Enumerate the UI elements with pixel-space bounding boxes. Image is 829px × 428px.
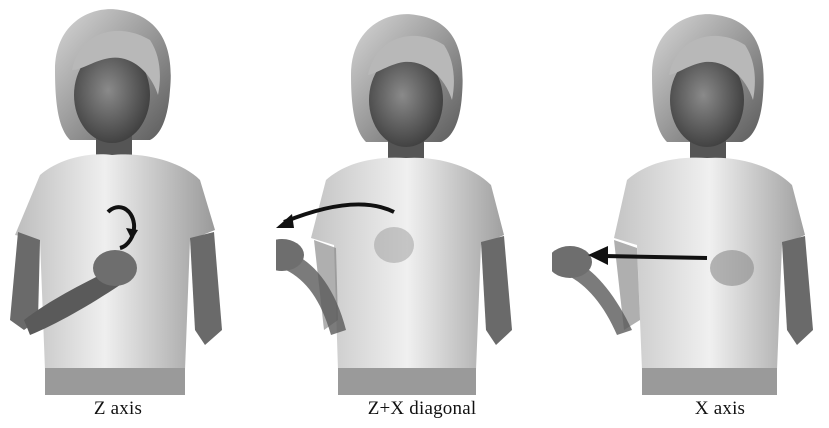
shirt bbox=[614, 158, 805, 370]
arm-right bbox=[190, 232, 222, 345]
avatar-illustration bbox=[276, 0, 552, 395]
pants bbox=[338, 368, 476, 395]
ghost-hand bbox=[374, 227, 414, 263]
arrowhead-icon bbox=[276, 214, 294, 228]
panel-z-axis: Z axis bbox=[0, 0, 276, 428]
pants bbox=[642, 368, 777, 395]
arm-right bbox=[782, 236, 813, 345]
caption-x-axis: X axis bbox=[582, 398, 829, 420]
caption-zx-diagonal: Z+X diagonal bbox=[284, 398, 560, 420]
shirt bbox=[311, 158, 504, 370]
avatar-illustration bbox=[0, 0, 276, 395]
arm-right bbox=[481, 236, 512, 345]
avatar-illustration bbox=[552, 0, 829, 395]
ghost-hand bbox=[710, 250, 754, 286]
horizontal-arrow-icon bbox=[604, 256, 707, 258]
pants bbox=[45, 368, 185, 395]
panel-zx-diagonal: Z+X diagonal bbox=[276, 0, 552, 428]
panel-x-axis: X axis bbox=[552, 0, 828, 428]
caption-z-axis: Z axis bbox=[0, 398, 256, 420]
hand bbox=[93, 250, 137, 286]
